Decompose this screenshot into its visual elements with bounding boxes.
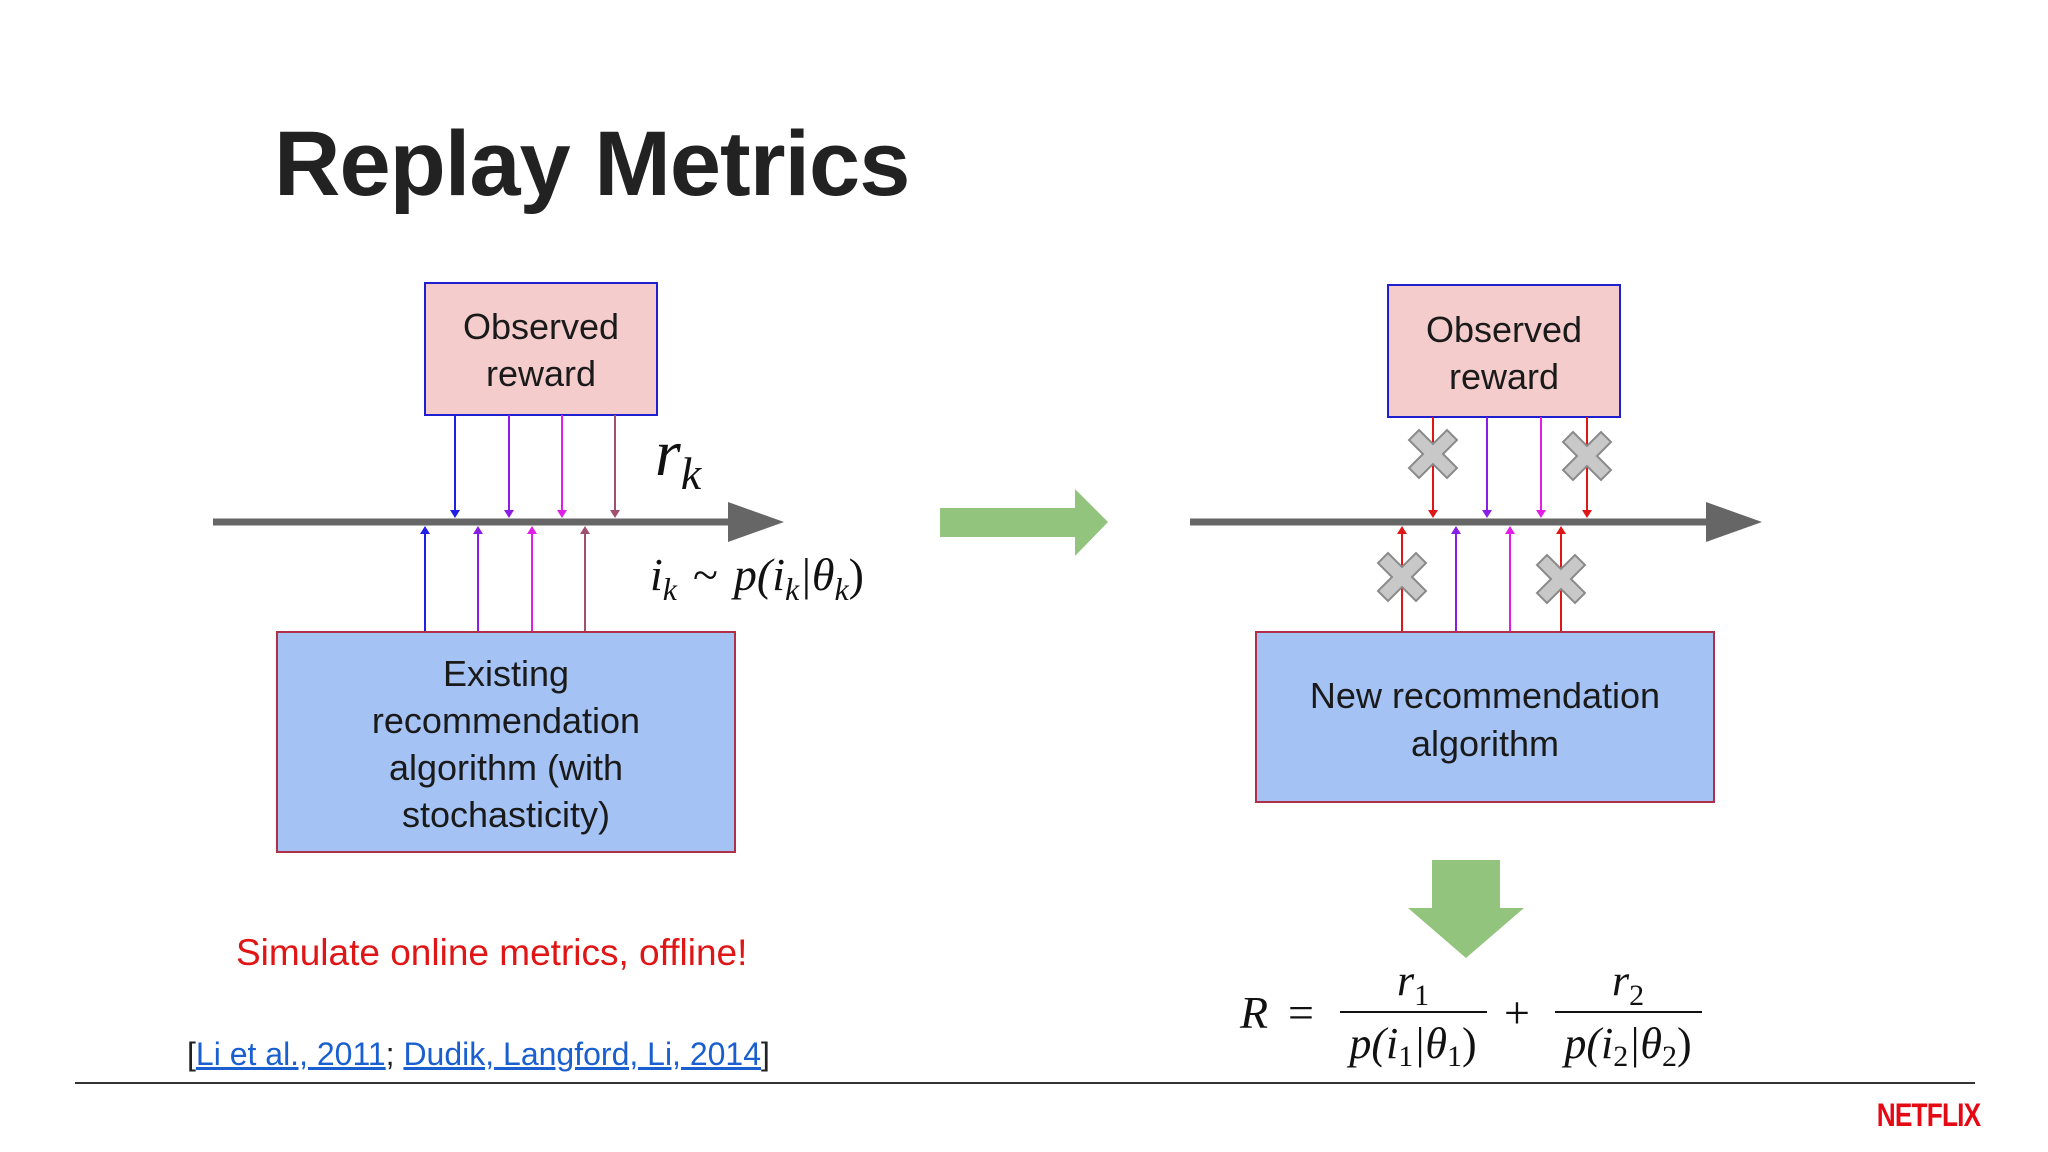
existing-algorithm-box	[276, 631, 736, 853]
observed-reward-box-left	[424, 282, 658, 416]
timeline-left-arrowhead	[728, 502, 784, 542]
formula-plus: +	[1504, 987, 1530, 1038]
reward-symbol: rk	[655, 417, 703, 499]
algo-box-left-line1: Existing	[443, 653, 569, 694]
formula-numerator-1: r1	[1397, 956, 1429, 1012]
formula-denominator-2: p(i2|θ2)	[1561, 1019, 1691, 1073]
green-arrow-down	[1408, 860, 1524, 958]
citation-link-li-2011[interactable]: Li et al., 2011	[195, 1036, 386, 1072]
citation-separator: ;	[385, 1036, 404, 1072]
callout-text: Simulate online metrics, offline!	[236, 932, 748, 973]
formula-denominator-1: p(i1|θ1)	[1346, 1019, 1476, 1073]
reward-box-right-line2: reward	[1449, 356, 1559, 397]
green-arrow-right	[940, 489, 1108, 556]
right-panel: Observed reward New recommendation algor…	[1190, 284, 1762, 803]
left-panel: Observed reward rk ik~p(ik|θk) Existing …	[213, 282, 864, 853]
algo-box-right-line1: New recommendation	[1310, 675, 1660, 716]
formula-equals: =	[1288, 987, 1314, 1038]
citation-close-bracket: ]	[761, 1036, 770, 1072]
algo-box-left-line4: stochasticity)	[402, 794, 610, 835]
observed-reward-box-right	[1387, 284, 1621, 418]
reward-box-left-line2: reward	[486, 353, 596, 394]
page-title: Replay Metrics	[274, 113, 910, 215]
citation: [Li et al., 2011; Dudik, Langford, Li, 2…	[187, 1036, 770, 1073]
citation-link-dudik-2014[interactable]: Dudik, Langford, Li, 2014	[403, 1036, 762, 1072]
timeline-right-arrowhead	[1706, 502, 1762, 542]
formula-lhs: R	[1239, 987, 1268, 1038]
sampling-formula: ik~p(ik|θk)	[650, 549, 864, 607]
netflix-logo: NETFLIX	[1876, 1097, 1980, 1133]
citation-open-bracket: [	[187, 1036, 196, 1072]
new-algorithm-box	[1255, 631, 1715, 803]
reward-box-right-line1: Observed	[1426, 309, 1582, 350]
replay-formula: R = r1 p(i1|θ1) + r2 p(i2|θ2)	[1239, 956, 1702, 1073]
algo-box-left-line3: algorithm (with	[389, 747, 623, 788]
formula-numerator-2: r2	[1612, 956, 1644, 1012]
reward-box-left-line1: Observed	[463, 306, 619, 347]
algo-box-left-line2: recommendation	[372, 700, 640, 741]
algo-box-right-line2: algorithm	[1411, 723, 1559, 764]
